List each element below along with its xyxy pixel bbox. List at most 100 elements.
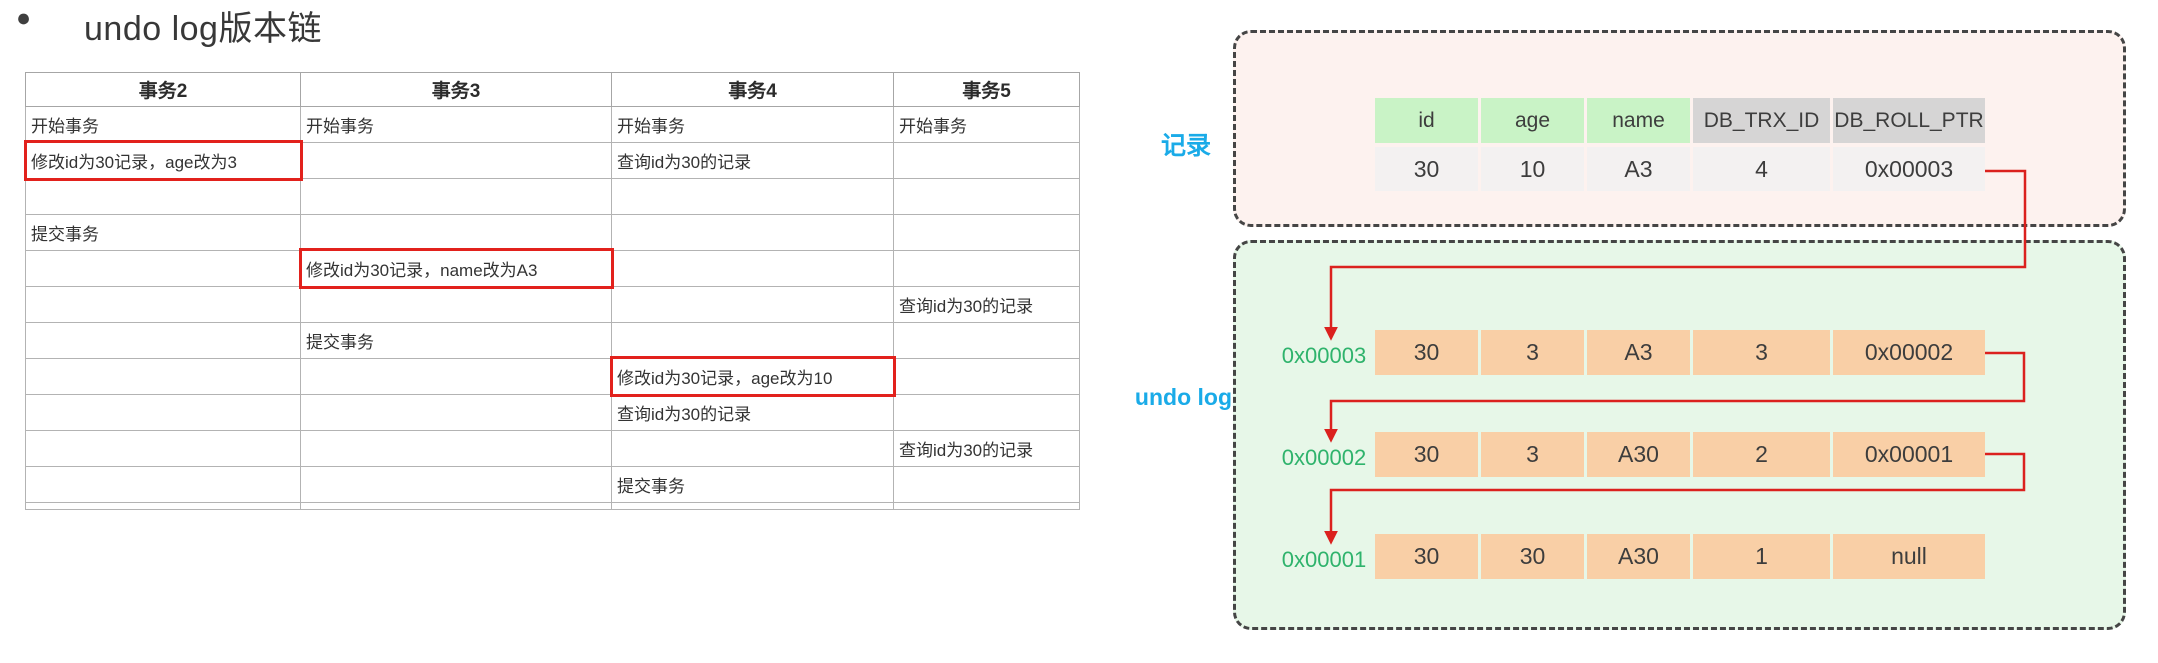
table-cell-highlighted: 修改id为30记录，age改为3 (24, 140, 304, 182)
table-cell (300, 178, 612, 215)
record-column-header: age (1481, 98, 1584, 143)
table-cell (25, 322, 301, 359)
column-header: 事务4 (611, 72, 894, 107)
undo-value-cell: 3 (1481, 330, 1584, 375)
table-row: 修改id为30记录，age改为3 查询id为30的记录 (24, 140, 1080, 182)
table-row: 查询id为30的记录 (25, 430, 1080, 467)
table-cell: 开始事务 (25, 106, 301, 143)
record-label: 记录 (1160, 132, 1211, 160)
table-cell (611, 250, 894, 287)
table-cell (611, 502, 894, 510)
table-cell (611, 214, 894, 251)
table-cell: 提交事务 (25, 214, 301, 251)
table-cell: 查询id为30的记录 (893, 286, 1080, 323)
table-cell-highlighted: 修改id为30记录，name改为A3 (299, 248, 615, 290)
table-cell (25, 286, 301, 323)
table-cell (893, 178, 1080, 215)
undo-pointer-label: 0x00003 (1281, 343, 1367, 368)
table-cell (25, 466, 301, 503)
table-cell (611, 178, 894, 215)
record-column-header: DB_ROLL_PTR (1833, 98, 1985, 143)
undo-pointer-label: 0x00001 (1281, 547, 1367, 572)
table-cell (25, 358, 301, 395)
table-cell (300, 394, 612, 431)
undo-pointer-label: 0x00002 (1281, 445, 1367, 470)
table-cell (300, 142, 612, 179)
record-column-header: name (1587, 98, 1690, 143)
table-cell (300, 358, 612, 395)
table-cell (893, 250, 1080, 287)
undo-value-cell: 30 (1481, 534, 1584, 579)
undo-value-cell: A3 (1587, 330, 1690, 375)
table-row (25, 502, 1080, 510)
table-cell (611, 430, 894, 467)
column-header: 事务3 (300, 72, 612, 107)
undo-value-cell: null (1833, 534, 1985, 579)
table-cell (300, 286, 612, 323)
record-value-cell: 10 (1481, 147, 1584, 191)
table-cell (893, 142, 1080, 179)
table-cell (300, 466, 612, 503)
table-cell (300, 430, 612, 467)
table-cell (893, 358, 1080, 395)
page-title: undo log版本链 (84, 10, 322, 48)
undo-value-cell: 30 (1375, 432, 1478, 477)
table-cell (611, 286, 894, 323)
undo-value-cell: 30 (1375, 534, 1478, 579)
table-cell (893, 322, 1080, 359)
table-row: 提交事务 (25, 466, 1080, 503)
undo-log-label: undo log (1134, 384, 1232, 410)
table-row: 查询id为30的记录 (25, 286, 1080, 323)
column-header: 事务2 (25, 72, 301, 107)
table-cell: 开始事务 (300, 106, 612, 143)
column-header: 事务5 (893, 72, 1080, 107)
undo-value-cell: A30 (1587, 432, 1690, 477)
table-cell: 开始事务 (893, 106, 1080, 143)
record-column-header: DB_TRX_ID (1693, 98, 1830, 143)
undo-value-cell: 3 (1481, 432, 1584, 477)
table-row: 开始事务开始事务开始事务开始事务 (25, 106, 1080, 143)
table-cell-highlighted: 修改id为30记录，age改为10 (610, 356, 897, 398)
table-cell (893, 394, 1080, 431)
table-row: 提交事务 (25, 322, 1080, 359)
table-cell: 查询id为30的记录 (893, 430, 1080, 467)
table-cell (300, 214, 612, 251)
table-cell: 开始事务 (611, 106, 894, 143)
table-row (25, 178, 1080, 215)
record-value-cell: 0x00003 (1833, 147, 1985, 191)
record-column-header: id (1375, 98, 1478, 143)
table-cell (300, 502, 612, 510)
table-cell (25, 502, 301, 510)
undo-value-cell: A30 (1587, 534, 1690, 579)
bullet-icon: ● (16, 4, 32, 32)
table-row: 提交事务 (25, 214, 1080, 251)
table-cell (25, 250, 301, 287)
undo-value-cell: 30 (1375, 330, 1478, 375)
undo-value-cell: 3 (1693, 330, 1830, 375)
table-cell (25, 178, 301, 215)
table-cell (611, 322, 894, 359)
table-row: 修改id为30记录，age改为10 (25, 356, 1080, 398)
table-cell (893, 214, 1080, 251)
table-cell: 查询id为30的记录 (611, 394, 894, 431)
table-cell (893, 502, 1080, 510)
undo-value-cell: 0x00002 (1833, 330, 1985, 375)
table-cell (893, 466, 1080, 503)
table-cell (25, 394, 301, 431)
undo-value-cell: 0x00001 (1833, 432, 1985, 477)
record-value-cell: 4 (1693, 147, 1830, 191)
undo-value-cell: 1 (1693, 534, 1830, 579)
table-cell: 提交事务 (611, 466, 894, 503)
table-cell: 查询id为30的记录 (611, 142, 894, 179)
undo-value-cell: 2 (1693, 432, 1830, 477)
record-value-cell: 30 (1375, 147, 1478, 191)
table-cell (25, 430, 301, 467)
table-row: 查询id为30的记录 (25, 394, 1080, 431)
